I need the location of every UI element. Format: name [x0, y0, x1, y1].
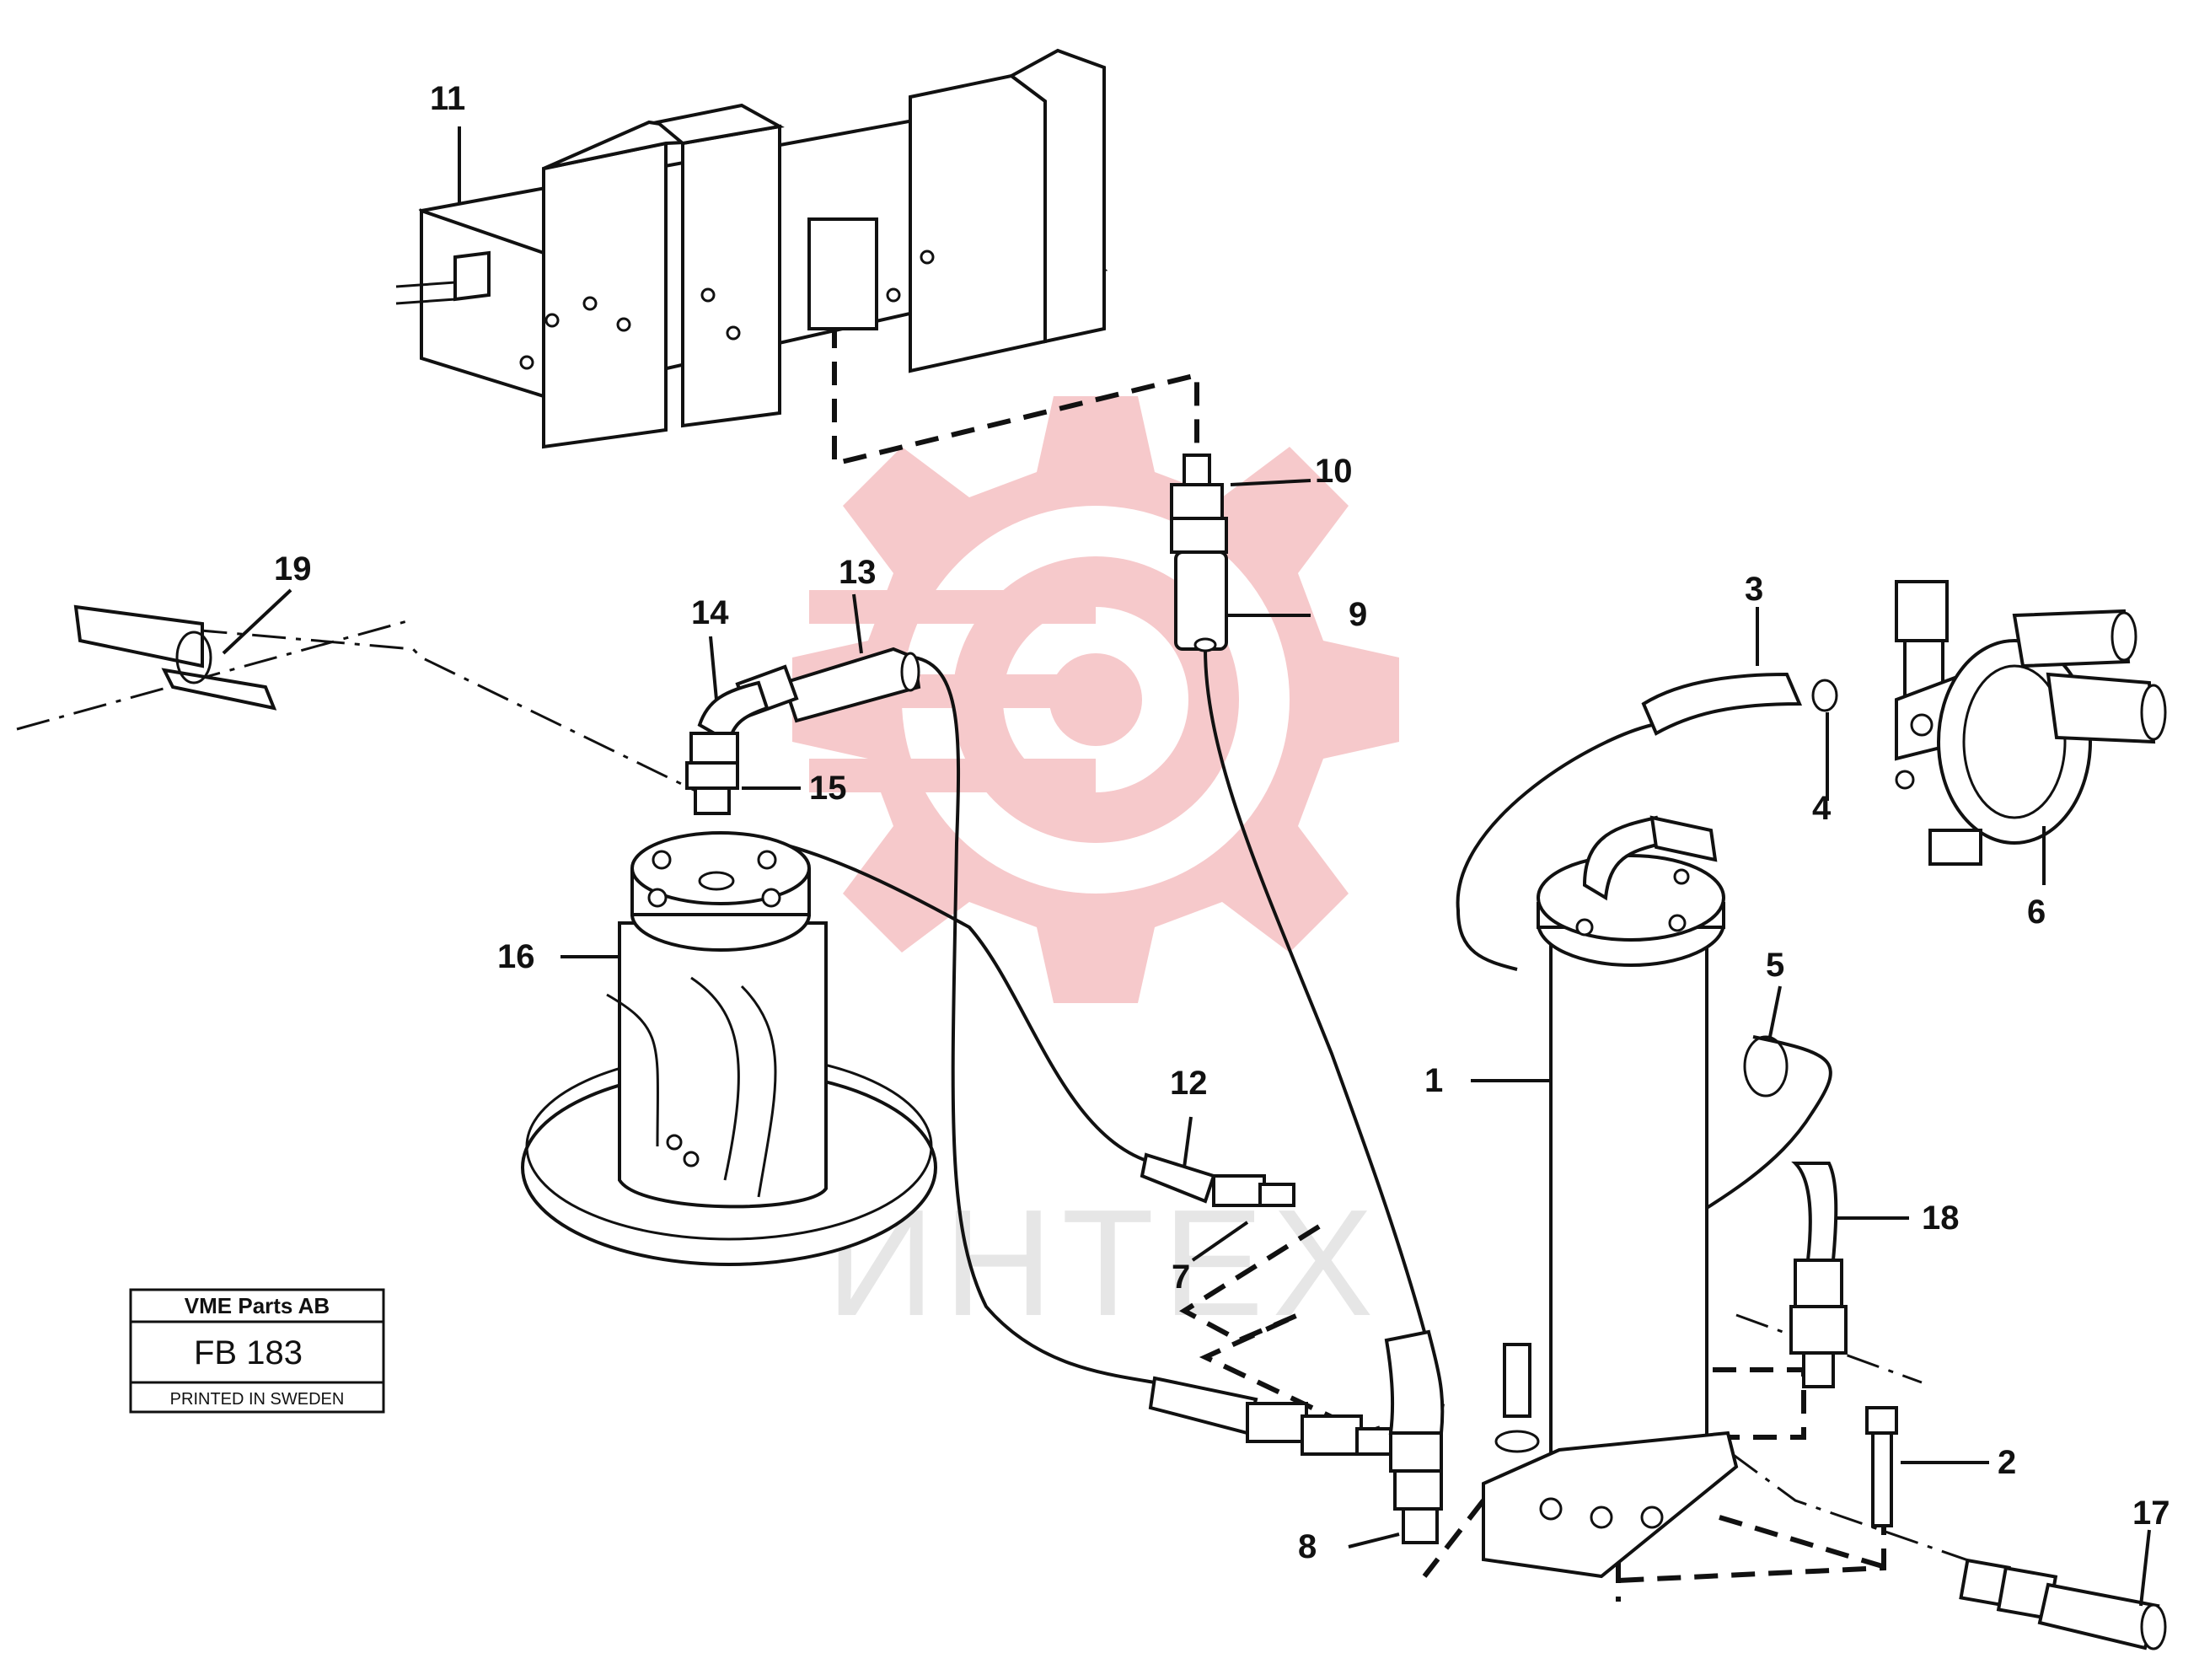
coupling-17: [1959, 1558, 2167, 1650]
adapter-7: [1212, 1174, 1295, 1207]
coupling-lower: [1148, 1376, 1392, 1456]
filter-1: [1482, 815, 1739, 1579]
label-7: 7: [1172, 1259, 1190, 1296]
label-13: 13: [839, 554, 877, 591]
label-19: 19: [274, 550, 312, 588]
label-3: 3: [1745, 571, 1763, 608]
label-11: 11: [430, 80, 465, 117]
label-8: 8: [1298, 1528, 1317, 1565]
watermark-gear-icon: [792, 396, 1399, 1003]
title-block-code: FB 183: [194, 1334, 303, 1371]
nipple-10: [1170, 454, 1224, 520]
label-5: 5: [1766, 947, 1784, 984]
leader-lines: [222, 126, 2151, 1607]
bolt-2: [1865, 1406, 1898, 1527]
label-10: 10: [1315, 453, 1353, 490]
label-15: 15: [809, 770, 847, 807]
hose-end-9: [1170, 517, 1228, 652]
label-1: 1: [1424, 1062, 1443, 1099]
label-14: 14: [691, 594, 729, 631]
hose-12: [1140, 1152, 1216, 1204]
label-12: 12: [1170, 1065, 1208, 1102]
adapter-15: [685, 761, 739, 815]
title-block-company: VME Parts AB: [185, 1293, 330, 1318]
label-17: 17: [2132, 1495, 2170, 1532]
label-6: 6: [2027, 894, 2046, 931]
title-block: VME Parts AB FB 183 PRINTED IN SWEDEN: [129, 1288, 385, 1414]
label-16: 16: [497, 938, 535, 975]
label-9: 9: [1349, 596, 1367, 633]
clamp-19: [73, 604, 277, 711]
pump-6: [1895, 580, 2167, 866]
valve-block-11: [395, 48, 1108, 449]
title-block-footer: PRINTED IN SWEDEN: [170, 1390, 345, 1409]
swivel-housing-16: [521, 831, 937, 1266]
clamp-5: [1743, 1035, 1789, 1098]
hose-end-8: [1384, 1329, 1445, 1544]
label-4: 4: [1812, 790, 1832, 827]
hose-18: [1789, 1162, 1848, 1388]
label-18: 18: [1922, 1200, 1960, 1237]
clip-4: [1811, 679, 1838, 712]
hose-3: [1641, 672, 1803, 736]
label-2: 2: [1998, 1444, 2016, 1481]
elbow-14: [689, 680, 770, 769]
